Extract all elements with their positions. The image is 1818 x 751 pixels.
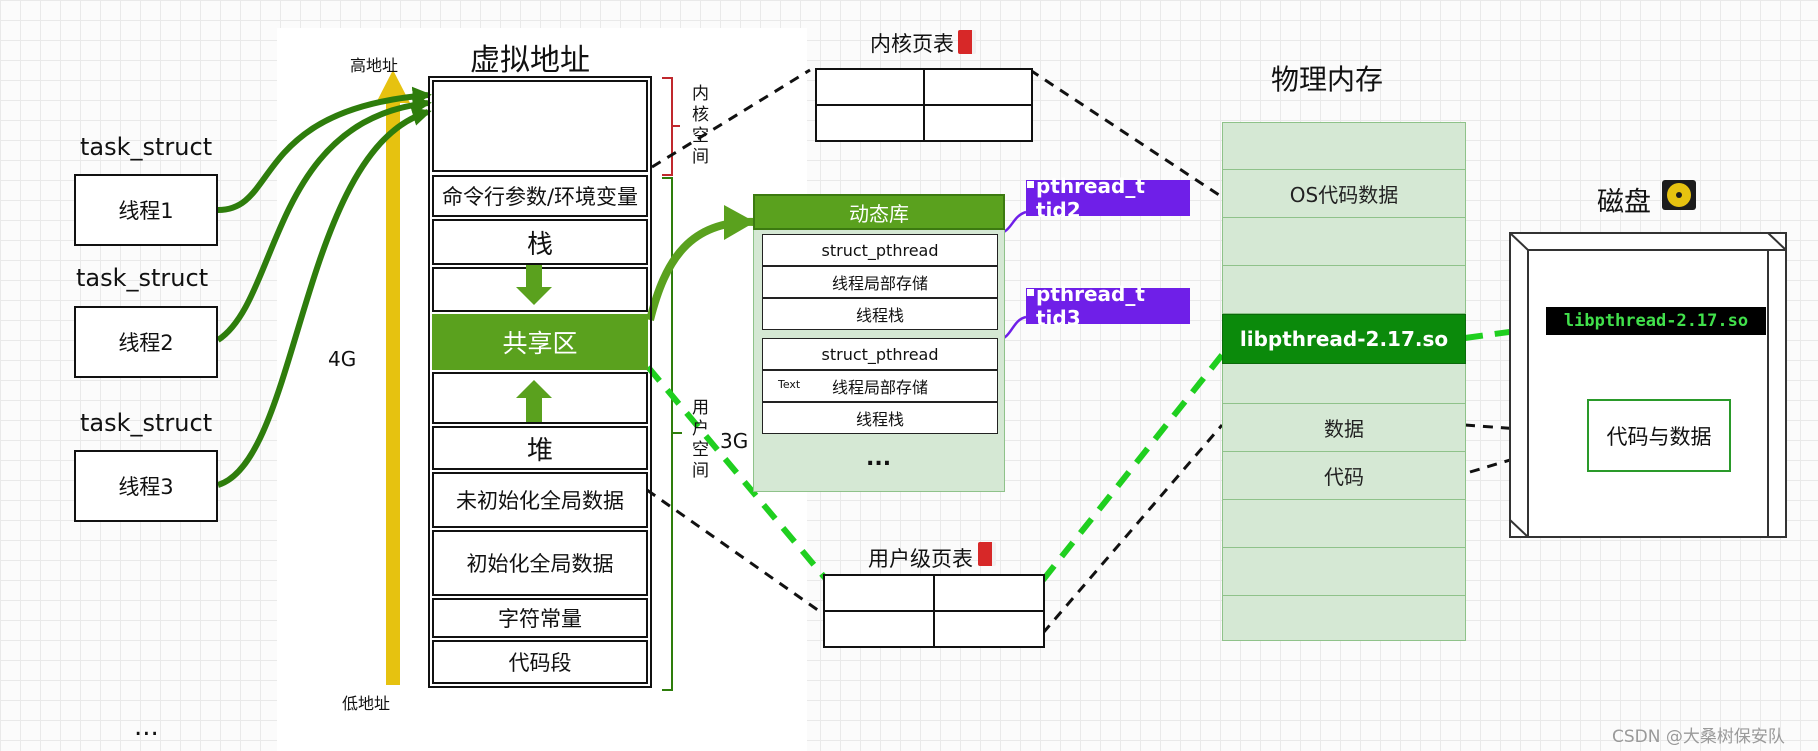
virtual-memory-column xyxy=(428,76,652,688)
stack-down-arrow-icon xyxy=(516,265,552,307)
physical-cell xyxy=(1222,266,1466,314)
shared-to-user-pt-link xyxy=(645,365,828,580)
disk-icon xyxy=(1662,180,1696,210)
task-struct-label-1: task_struct xyxy=(80,133,213,161)
threads-more: ... xyxy=(134,712,159,742)
disk-box xyxy=(1509,232,1787,538)
address-range-arrow-head xyxy=(376,70,410,103)
size-3g-label: 3G xyxy=(720,429,749,453)
disk-libpthread-file: libpthread-2.17.so xyxy=(1546,307,1766,335)
physical-cell xyxy=(1222,218,1466,266)
kernel-brace xyxy=(662,77,680,176)
physical-cell xyxy=(1222,364,1466,404)
physical-memory-column xyxy=(1222,122,1466,641)
dynlib-g2-struct-pthread: struct_pthread xyxy=(762,338,998,370)
dynlib-g1-thread-stack: 线程栈 xyxy=(762,298,998,330)
physical-libpthread-cell: libpthread-2.17.so xyxy=(1222,314,1466,364)
physical-code-cell: 代码 xyxy=(1222,452,1466,500)
thread2-kernel-arrow xyxy=(216,95,432,343)
size-4g-label: 4G xyxy=(328,347,357,371)
segment-shared-area: 共享区 xyxy=(432,314,648,370)
heap-up-arrow-icon xyxy=(516,380,552,424)
task-struct-label-2: task_struct xyxy=(76,264,209,292)
thread-1-box: 线程1 xyxy=(74,174,218,246)
user-pt-cell xyxy=(933,610,1045,648)
handle-icon xyxy=(1026,180,1035,189)
task-struct-label-3: task_struct xyxy=(80,409,213,437)
physical-data-cell: 数据 xyxy=(1222,404,1466,452)
user-pt-left-link xyxy=(646,488,823,615)
user-pt-cell xyxy=(823,610,935,648)
user-pt-cell xyxy=(933,574,1045,612)
kernel-page-table-title: 内核页表 xyxy=(870,32,954,56)
segment-args-env: 命令行参数/环境变量 xyxy=(432,175,648,217)
text-marker: Text xyxy=(778,378,801,391)
segment-data: 初始化全局数据 xyxy=(432,530,648,596)
physical-cell xyxy=(1222,596,1466,641)
dynlib-g2-thread-stack: 线程栈 xyxy=(762,402,998,434)
disk-code-data-box: 代码与数据 xyxy=(1587,399,1731,472)
dynlib-more: ... xyxy=(866,446,892,471)
virtual-address-title: 虚拟地址 xyxy=(470,43,590,78)
physical-top-cell xyxy=(1222,122,1466,170)
kernel-space-block xyxy=(432,80,648,172)
user-pt-to-lib-link xyxy=(1040,353,1225,582)
watermark: CSDN @大桑树保安队 xyxy=(1612,727,1785,747)
segment-bss: 未初始化全局数据 xyxy=(432,472,648,528)
user-pt-cell xyxy=(823,574,935,612)
disk-title: 磁盘 xyxy=(1597,187,1651,218)
physical-cell xyxy=(1222,500,1466,548)
tid3-tag: pthread_t tid3 xyxy=(1026,282,1190,330)
segment-heap: 堆 xyxy=(432,426,648,470)
dynlib-g2-tls: 线程局部存储 xyxy=(762,370,998,402)
shared-to-dynlib-arrow xyxy=(646,217,756,321)
physical-cell xyxy=(1222,548,1466,596)
segment-rodata: 字符常量 xyxy=(432,598,648,638)
user-page-table-title: 用户级页表 xyxy=(868,547,973,571)
kernel-pt-right-link xyxy=(1029,68,1223,199)
tid2-label: pthread_t tid2 xyxy=(1036,174,1145,222)
low-address-label: 低地址 xyxy=(342,694,391,713)
dynlib-g1-struct-pthread: struct_pthread xyxy=(762,234,998,266)
tid3-label: pthread_t tid3 xyxy=(1036,282,1145,330)
dynlib-g1-tls: 线程局部存储 xyxy=(762,266,998,298)
user-pt-right-link xyxy=(1041,424,1224,634)
high-address-label: 高地址 xyxy=(350,56,399,75)
user-space-label: 用户空间 xyxy=(692,398,709,481)
kernel-space-label: 内核空间 xyxy=(692,84,709,167)
thread-3-box: 线程3 xyxy=(74,450,218,522)
segment-stack: 栈 xyxy=(432,219,648,265)
kernel-pt-cell xyxy=(923,104,1033,142)
dynamic-library-title: 动态库 xyxy=(753,194,1005,230)
physical-os-cell: OS代码数据 xyxy=(1222,170,1466,218)
thread-2-box: 线程2 xyxy=(74,306,218,378)
tid2-tag: pthread_t tid2 xyxy=(1026,174,1190,222)
handle-icon xyxy=(1026,288,1035,297)
book-icon xyxy=(978,542,996,566)
kernel-pt-left-link xyxy=(651,68,811,169)
user-brace xyxy=(662,177,682,691)
segment-text: 代码段 xyxy=(432,640,648,684)
thread1-kernel-arrow xyxy=(217,86,432,213)
kernel-pt-cell xyxy=(923,68,1033,106)
thread3-kernel-arrow xyxy=(216,107,432,488)
kernel-pt-cell xyxy=(815,104,925,142)
kernel-pt-cell xyxy=(815,68,925,106)
book-icon xyxy=(958,30,976,54)
physical-memory-title: 物理内存 xyxy=(1271,63,1384,96)
address-range-arrow-shaft xyxy=(386,100,400,685)
